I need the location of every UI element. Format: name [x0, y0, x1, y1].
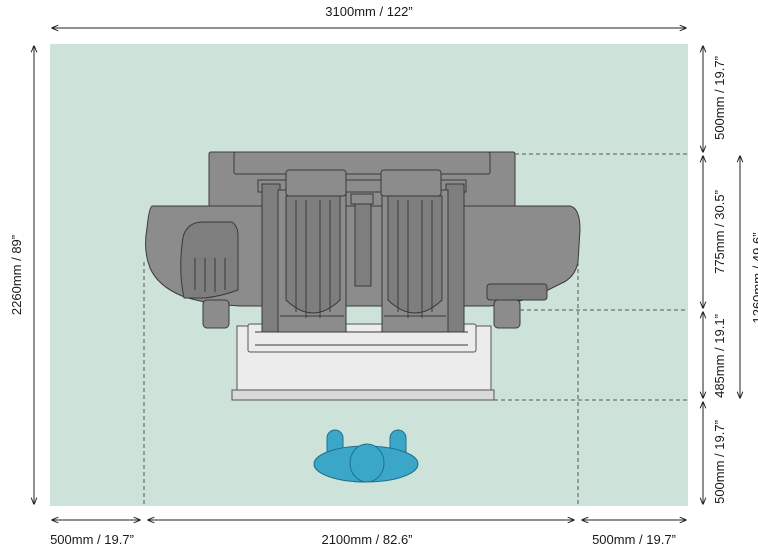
right-clearance-label: 500mm / 19.7” [592, 532, 676, 547]
operator-icon [313, 429, 419, 483]
right-cylinder [380, 169, 449, 333]
right-rail [445, 183, 465, 333]
left-cylinder [277, 169, 347, 333]
table-depth-label: 485mm / 19.1” [712, 314, 727, 398]
right-foot [493, 299, 521, 329]
control-slot [486, 283, 548, 301]
center-post [354, 193, 372, 287]
machine-topview [145, 151, 581, 401]
total-width-label: 3100mm / 122” [325, 4, 412, 19]
feed-table-front [231, 389, 495, 401]
combined-depth-label: 1260mm / 49.6” [750, 232, 758, 323]
left-handle [180, 221, 239, 299]
center-cap [350, 193, 374, 205]
machine-width-label: 2100mm / 82.6” [321, 532, 412, 547]
machine-rear-rail [233, 151, 491, 175]
machine-depth-label: 775mm / 30.5” [712, 190, 727, 274]
left-clearance-label: 500mm / 19.7” [50, 532, 134, 547]
left-rail [261, 183, 281, 333]
front-clearance-label: 500mm / 19.7” [712, 420, 727, 504]
total-depth-label: 2260mm / 89” [9, 235, 24, 315]
back-clearance-label: 500mm / 19.7” [712, 56, 727, 140]
left-foot [202, 299, 230, 329]
